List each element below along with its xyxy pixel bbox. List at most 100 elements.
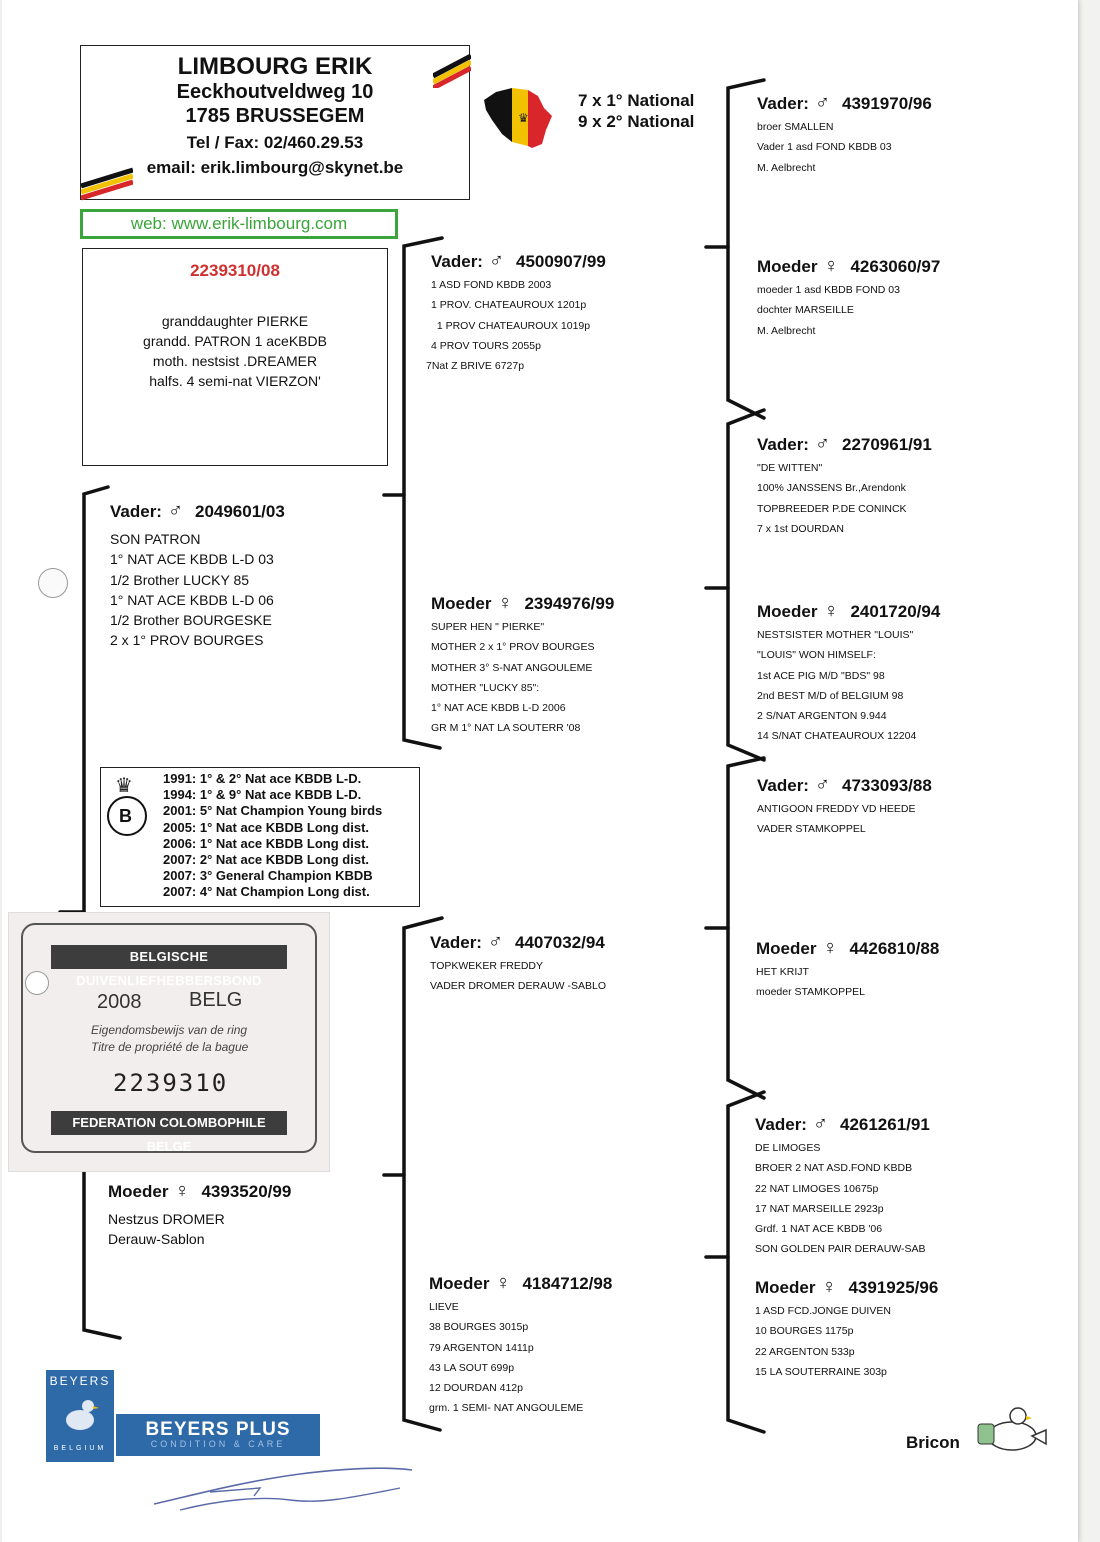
detail-line: 22 NAT LIMOGES 10675p	[755, 1182, 879, 1195]
bracket-gen2-sire	[402, 236, 444, 750]
male-icon: ♂	[814, 433, 830, 455]
female-icon: ♀	[497, 592, 513, 614]
beyers-plus-subtitle: CONDITION & CARE	[150, 1439, 286, 1449]
bracket-gen3-d	[726, 1090, 766, 1434]
detail-line: 1° NAT ACE KBDB L-D 06	[110, 591, 274, 608]
detail-line: broer SMALLEN	[757, 121, 834, 133]
role-label: Moeder	[429, 1274, 490, 1293]
gen3-entry-8: Moeder♀4391925/96 1 ASD FCD.JONGE DUIVEN…	[755, 1276, 938, 1382]
signature-icon	[153, 1467, 413, 1511]
breeder-phone: Tel / Fax: 02/460.29.53	[186, 133, 364, 152]
punch-hole	[38, 568, 68, 598]
ring-number: 2270961/91	[841, 435, 932, 454]
role-label: Moeder	[757, 257, 818, 276]
gen2-sire-b: Vader:♂4407032/94 TOPKWEKER FREDDY VADER…	[430, 931, 606, 997]
role-label: Moeder	[756, 939, 817, 958]
detail-line: 38 BOURGES 3015p	[429, 1321, 529, 1334]
breeder-email: email: erik.limbourg@skynet.be	[146, 158, 404, 177]
detail-line: M. Aelbrecht	[757, 161, 816, 174]
female-icon: ♀	[821, 1276, 837, 1298]
female-icon: ♀	[823, 600, 839, 622]
detail-line: 2 S/NAT ARGENTON 9.944	[757, 710, 887, 723]
role-label: Moeder	[431, 594, 492, 613]
palmares-line: 2007: 2° Nat ace KBDB Long dist.	[163, 852, 370, 868]
detail-line: "LOUIS" WON HIMSELF:	[757, 649, 876, 662]
detail-line: M. Aelbrecht	[757, 324, 816, 337]
bricon-pigeon-icon	[977, 1407, 1047, 1451]
detail-line: LIEVE	[429, 1301, 459, 1313]
flag-stripes-bottom-icon	[81, 167, 133, 201]
detail-line: 22 ARGENTON 533p	[755, 1345, 855, 1358]
detail-line: ANTIGOON FREDDY VD HEEDE	[757, 803, 916, 815]
detail-line: 17 NAT MARSEILLE 2923p	[755, 1202, 884, 1215]
ring-number: 4426810/88	[849, 939, 940, 958]
gen1-dam: Moeder♀4393520/99 Nestzus DROMER Derauw-…	[108, 1180, 291, 1250]
detail-line: moeder 1 asd KBDB FOND 03	[757, 284, 900, 296]
ring-number: 4184712/98	[522, 1274, 613, 1293]
female-icon: ♀	[174, 1180, 190, 1202]
detail-line: 2nd BEST M/D of BELGIUM 98	[757, 689, 904, 702]
detail-line: Grdf. 1 NAT ACE KBDB '06	[755, 1223, 883, 1236]
gen3-entry-7: Vader:♂4261261/91 DE LIMOGES BROER 2 NAT…	[755, 1113, 930, 1260]
detail-line: 43 LA SOUT 699p	[429, 1361, 515, 1374]
bracket-gen3-a	[726, 78, 766, 420]
card-frame	[21, 923, 317, 1153]
female-icon: ♀	[822, 937, 838, 959]
detail-line: 1 PROV CHATEAUROUX 1019p	[431, 319, 591, 332]
gen3-entry-1: Vader:♂4391970/96 broer SMALLEN Vader 1 …	[757, 92, 932, 178]
detail-line: GR M 1° NAT LA SOUTERR '08	[431, 722, 581, 735]
detail-line: grm. 1 SEMI- NAT ANGOULEME	[429, 1402, 584, 1415]
ring-number: 4391970/96	[841, 94, 932, 113]
beyers-plus-title: BEYERS PLUS	[145, 1419, 291, 1440]
male-icon: ♂	[487, 931, 503, 953]
role-label: Vader:	[431, 252, 483, 271]
male-icon: ♂	[167, 500, 183, 522]
role-label: Moeder	[108, 1182, 169, 1201]
role-label: Vader:	[110, 502, 162, 521]
role-label: Vader:	[430, 933, 482, 952]
gen3-entry-3: Vader:♂2270961/91 "DE WITTEN" 100% JANSS…	[757, 433, 932, 539]
card-ring-number: 2239310	[113, 1069, 229, 1097]
palmares-line: 2005: 1° Nat ace KBDB Long dist.	[163, 819, 370, 835]
ring-number: 2401720/94	[850, 602, 941, 621]
palmares-line: 2006: 1° Nat ace KBDB Long dist.	[163, 835, 370, 851]
ring-number: 4263060/97	[850, 257, 941, 276]
detail-line: HET KRIJT	[756, 966, 809, 978]
breeder-city: 1785 BRUSSEGEM	[185, 105, 365, 127]
card-top-banner: BELGISCHE DUIVENLIEFHEBBERSBOND	[51, 945, 287, 988]
breeder-street: Eeckhoutveldweg 10	[176, 81, 374, 103]
beyers-logo-country: BELGIUM	[53, 1445, 107, 1452]
role-label: Vader:	[757, 94, 809, 113]
detail-line: SUPER HEN " PIERKE"	[431, 621, 545, 633]
beyers-plus-banner: BEYERS PLUS CONDITION & CARE	[116, 1414, 320, 1456]
pigeon-icon	[66, 1400, 99, 1430]
card-ownership-nl: Eigendomsbewijs van de ring	[91, 1023, 248, 1037]
website-link[interactable]: web: www.erik-limbourg.com	[80, 209, 398, 239]
bracket-gen3-c	[726, 756, 766, 1100]
breeder-name: LIMBOURG ERIK	[177, 53, 373, 80]
detail-line: BROER 2 NAT ASD.FOND KBDB	[755, 1162, 913, 1175]
role-label: Vader:	[755, 1115, 807, 1134]
ring-number: 4407032/94	[514, 933, 605, 952]
detail-line: moeder STAMKOPPEL	[756, 986, 865, 999]
detail-line: 1 ASD FOND KBDB 2003	[431, 279, 552, 291]
detail-line: SON PATRON	[110, 531, 201, 547]
detail-line: 1 ASD FCD.JONGE DUIVEN	[755, 1305, 891, 1317]
detail-line: TOPBREEDER P.DE CONINCK	[757, 502, 907, 515]
detail-line: Nestzus DROMER	[108, 1211, 225, 1227]
detail-line: 1st ACE PIG M/D "BDS" 98	[757, 669, 885, 682]
detail-line: MOTHER 2 x 1° PROV BOURGES	[431, 641, 595, 654]
detail-line: NESTSISTER MOTHER "LOUIS"	[757, 629, 914, 641]
subject-note: grandd. PATRON 1 aceKBDB	[143, 333, 327, 349]
detail-line: 79 ARGENTON 1411p	[429, 1341, 534, 1354]
ring-number: 4733093/88	[841, 776, 932, 795]
male-icon: ♂	[488, 250, 504, 272]
beyers-logo-text: BEYERS	[49, 1374, 111, 1388]
detail-line: "DE WITTEN"	[757, 462, 823, 474]
detail-line: 7Nat Z BRIVE 6727p	[426, 360, 525, 373]
national-wins-first: 7 x 1° National	[578, 91, 695, 110]
ring-number: 2049601/03	[194, 502, 285, 521]
detail-line: 12 DOURDAN 412p	[429, 1382, 523, 1395]
detail-line: VADER STAMKOPPEL	[757, 823, 866, 836]
detail-line: 1 PROV. CHATEAUROUX 1201p	[431, 299, 587, 312]
